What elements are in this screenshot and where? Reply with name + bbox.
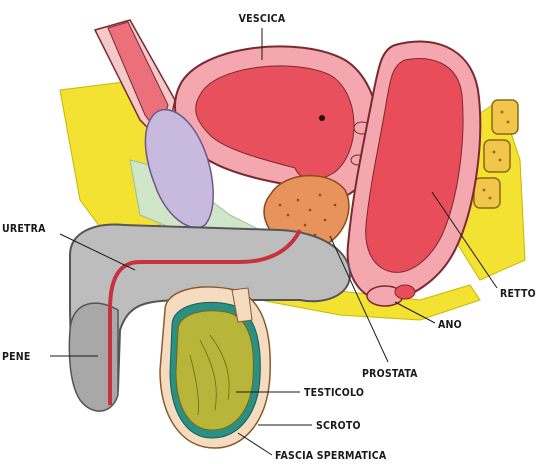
label-uretra: URETRA <box>2 223 46 235</box>
label-ano: ANO <box>438 319 462 331</box>
leader-fascia-spermatica <box>238 433 272 455</box>
testis <box>176 311 253 430</box>
label-vescica: VESCICA <box>239 13 286 25</box>
label-prostata: PROSTATA <box>362 368 418 380</box>
label-scroto: SCROTO <box>316 420 361 432</box>
label-testicolo: TESTICOLO <box>304 387 364 399</box>
label-retto: RETTO <box>500 288 536 300</box>
label-fascia-spermatica: FASCIA SPERMATICA <box>275 450 387 462</box>
label-pene: PENE <box>2 351 31 363</box>
